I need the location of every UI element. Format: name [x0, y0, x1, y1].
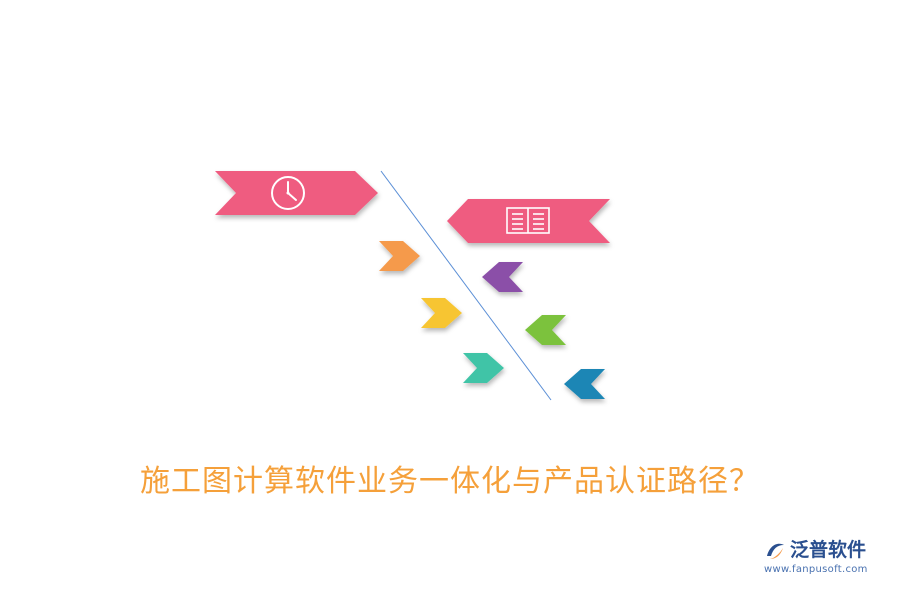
- book-icon: [506, 207, 550, 234]
- clock-icon: [271, 176, 305, 210]
- brand-logo: 泛普软件 www.fanpusoft.com: [760, 538, 890, 580]
- left-banner: [215, 171, 378, 215]
- chevron-orange: [379, 241, 420, 271]
- brand-mark-icon: [767, 543, 784, 559]
- chevron-teal: [463, 353, 504, 383]
- divider-line: [380, 170, 552, 401]
- brand-name: 泛普软件: [790, 539, 867, 561]
- brand-url: www.fanpusoft.com: [764, 564, 868, 575]
- chevron-blue: [564, 369, 605, 399]
- chevron-green: [525, 315, 566, 345]
- chevron-purple: [482, 262, 523, 292]
- page-title: 施工图计算软件业务一体化与产品认证路径？: [140, 464, 760, 499]
- chevron-yellow: [421, 298, 462, 328]
